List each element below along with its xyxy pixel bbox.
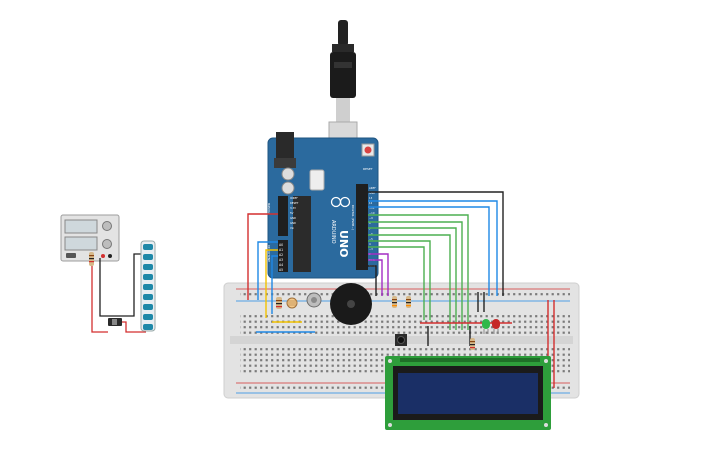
pin-label-aref: AREF xyxy=(369,186,376,190)
pin-label-a5: A5 xyxy=(279,268,283,272)
wire-d10-green xyxy=(368,221,463,330)
pin-label-4: 4 xyxy=(369,242,371,246)
pin-label-a1: A1 xyxy=(279,248,283,252)
pin-label-11: ~11 xyxy=(369,206,375,210)
pin-label-10: ~10 xyxy=(369,211,375,215)
pin-label-a4: A4 xyxy=(279,263,283,267)
pin-label-9: ~9 xyxy=(369,216,373,220)
pin-label-gnd2: GND xyxy=(290,221,296,225)
pin-label-gnd3: GND xyxy=(369,191,375,195)
wire-d11-green xyxy=(368,214,469,330)
resistor-1[interactable] xyxy=(276,297,282,309)
pin-label-12: 12 xyxy=(369,201,373,205)
reset-icon xyxy=(364,146,372,154)
pin-label-5v: 5V xyxy=(290,211,294,215)
arduino-logo-icon xyxy=(330,196,351,208)
battery-pack-icon[interactable] xyxy=(140,240,156,332)
wire-gnd-blue xyxy=(257,241,278,300)
pin-label-gnd1: GND xyxy=(290,216,296,220)
pin-label-ioref: IOREF xyxy=(290,196,298,200)
analog-label: ANALOG IN xyxy=(267,245,271,262)
arduino-uno-board[interactable]: ARDUINO UNO RESET POWER ANALOG IN DIGITA… xyxy=(267,132,379,279)
wire-d2-purple xyxy=(368,259,383,296)
pin-label-8: 8 xyxy=(369,221,371,225)
usb-cable-icon[interactable] xyxy=(328,20,358,157)
model-label: UNO xyxy=(337,230,350,258)
supply-wire-red xyxy=(91,266,108,333)
pin-label-3: ~3 xyxy=(369,247,373,251)
wire-d7-green xyxy=(368,240,431,320)
wire-d6-green xyxy=(368,246,425,320)
pin-label-13: 13 xyxy=(369,196,373,200)
brand-label: ARDUINO xyxy=(330,220,336,244)
resistor-2[interactable] xyxy=(392,296,397,308)
atmega-chip xyxy=(293,196,311,272)
resistor-4[interactable] xyxy=(470,338,475,350)
pin-label-vin: Vin xyxy=(290,226,294,230)
pushbutton-icon[interactable] xyxy=(395,334,407,346)
power-supply-icon[interactable] xyxy=(60,214,120,262)
wires[interactable] xyxy=(247,191,555,388)
digital-header[interactable] xyxy=(356,184,368,270)
pin-label-5: ~5 xyxy=(369,237,373,241)
power-label: POWER xyxy=(267,203,271,214)
supply-resistor[interactable] xyxy=(89,252,94,266)
buzzer-icon[interactable] xyxy=(330,283,372,325)
wire-a1-blue xyxy=(271,255,278,314)
wire-a0-yellow xyxy=(265,249,278,318)
reset-label: RESET xyxy=(363,167,373,171)
potentiometer-icon[interactable] xyxy=(306,292,322,308)
wire-gnd-black xyxy=(368,191,504,296)
pin-label-3v3: 3.3V xyxy=(290,206,296,210)
analog-header[interactable] xyxy=(278,240,288,272)
wire-d3-purple xyxy=(368,253,389,296)
supply-wire-black xyxy=(99,253,144,317)
lcd-16x2-icon[interactable] xyxy=(385,356,551,430)
wire-d1-black xyxy=(368,265,377,296)
supply-wires[interactable] xyxy=(91,253,146,333)
photoresistor-icon[interactable] xyxy=(286,297,298,309)
supply-wire-red-2 xyxy=(120,321,146,333)
wire-d13-blue xyxy=(368,200,498,296)
wire-5v-red xyxy=(247,213,278,300)
pin-label-reset: RESET xyxy=(290,201,299,205)
slide-switch-icon[interactable] xyxy=(108,318,122,326)
pin-label-a3: A3 xyxy=(279,258,283,262)
pin-label-a2: A2 xyxy=(279,253,283,257)
pin-label-6: ~6 xyxy=(369,232,373,236)
digital-label: DIGITAL (PWM~) xyxy=(351,205,355,230)
resistor-3[interactable] xyxy=(406,296,411,308)
led-green-icon[interactable] xyxy=(482,319,490,334)
pin-label-a0: A0 xyxy=(279,243,283,247)
pin-label-7: 7 xyxy=(369,227,371,231)
power-header[interactable] xyxy=(278,196,288,236)
wire-d12-blue xyxy=(368,206,490,296)
led-red-icon[interactable] xyxy=(492,319,500,334)
wire-d9-green xyxy=(368,227,457,330)
wire-d8-green xyxy=(368,234,451,330)
